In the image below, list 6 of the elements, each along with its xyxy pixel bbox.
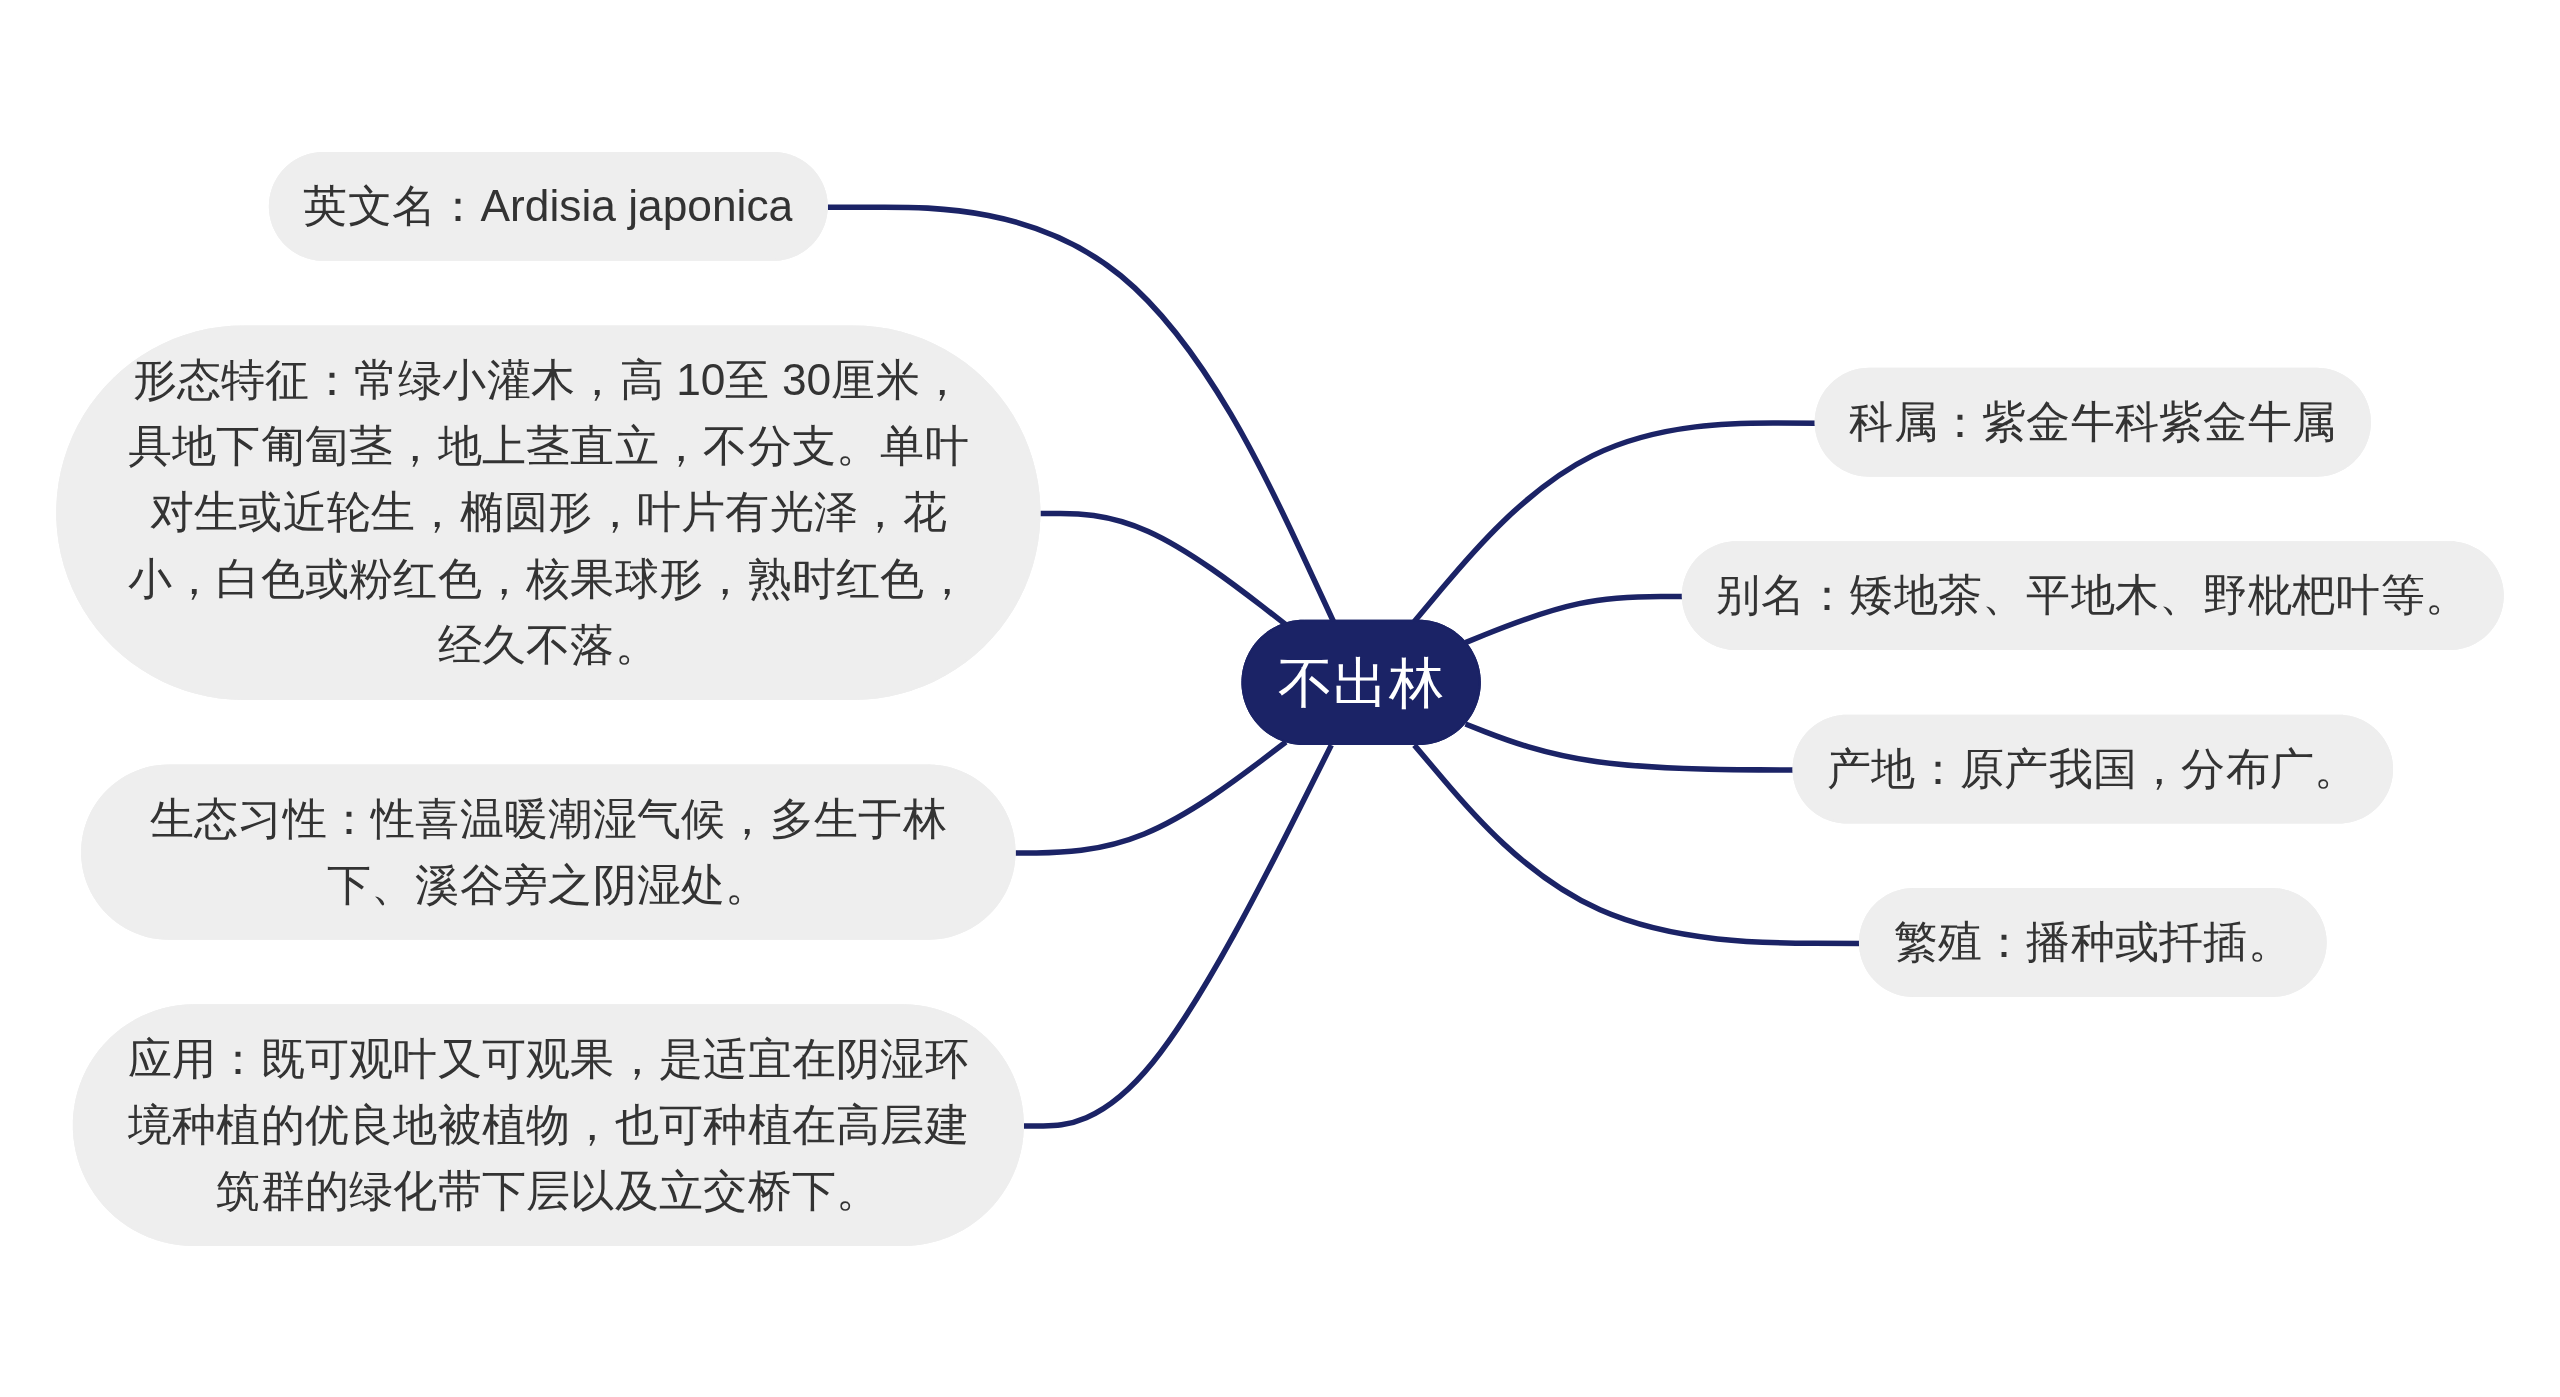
connector <box>1015 739 1288 856</box>
connector <box>1040 510 1288 627</box>
connector <box>1023 743 1334 1129</box>
connector <box>1464 720 1795 773</box>
connector <box>1464 593 1684 645</box>
connector <box>1412 742 1861 946</box>
